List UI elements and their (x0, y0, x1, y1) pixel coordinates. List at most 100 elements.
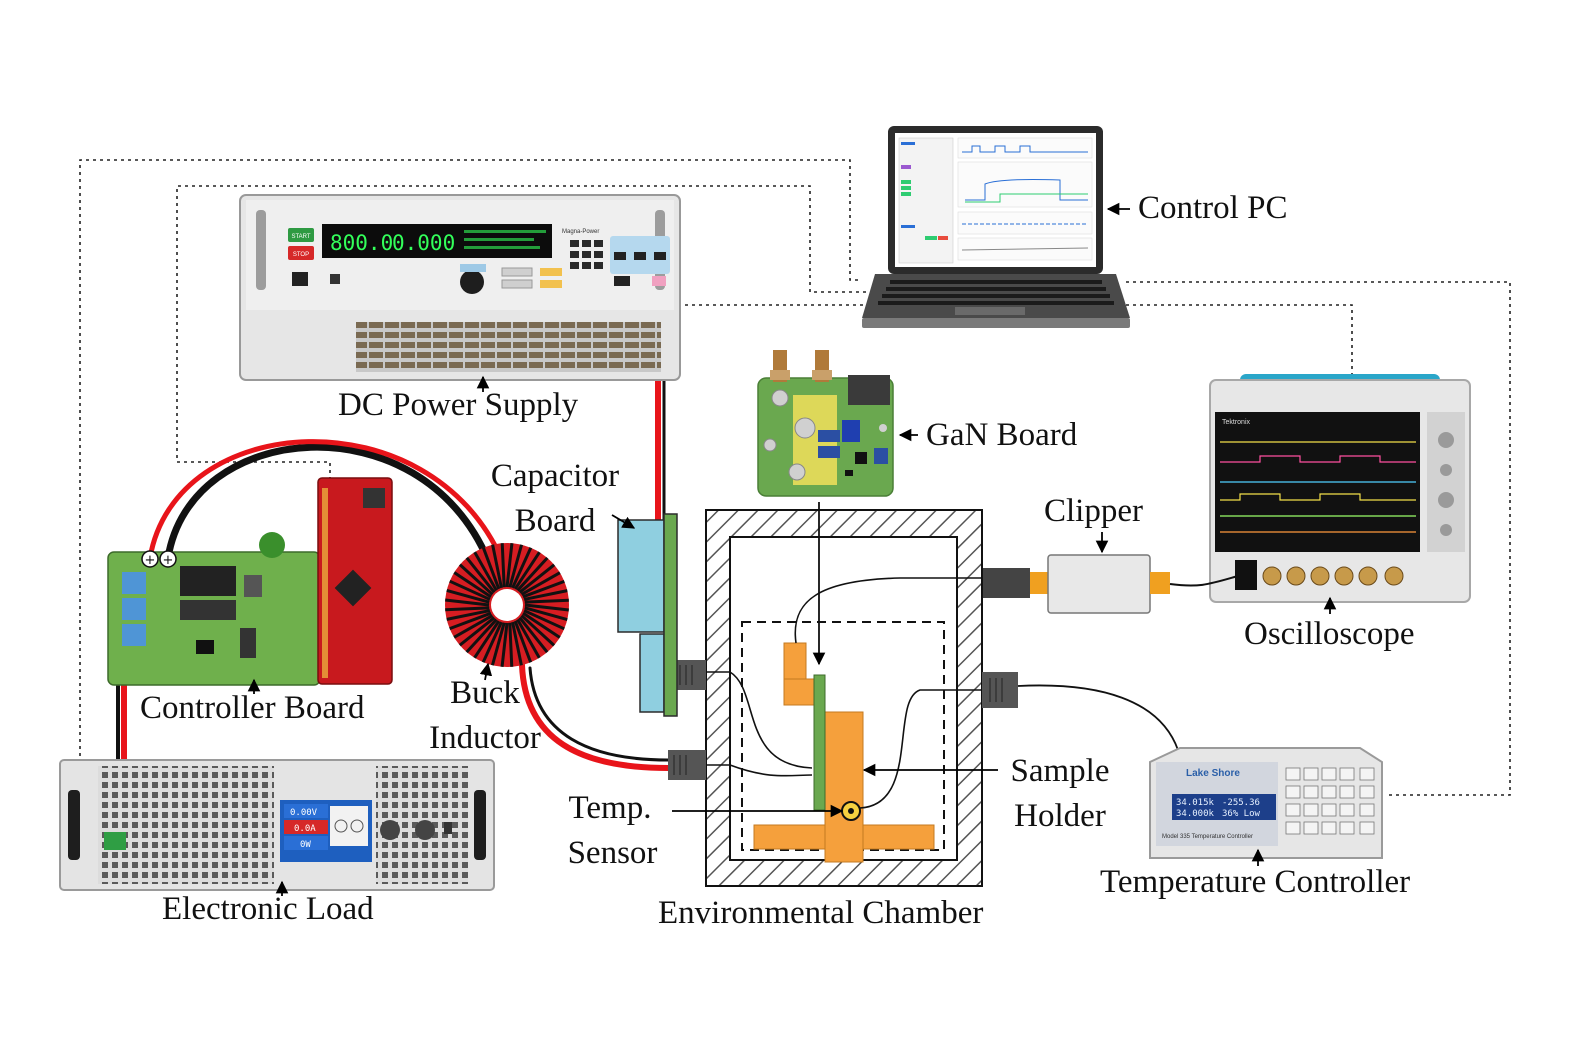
laptop-keyboard (878, 280, 1114, 305)
psu-start-button[interactable] (288, 228, 314, 242)
environmental-chamber (668, 502, 1018, 887)
capacitor-board (617, 513, 678, 717)
toroid-winding (511, 547, 533, 589)
label-temp-sensor-line2: Sensor (567, 835, 658, 871)
load-handle-left (68, 790, 80, 860)
psu-brand-label: Magna-Power (562, 229, 599, 235)
load-knob-right[interactable] (415, 820, 435, 840)
toroid-winding (522, 579, 565, 599)
toroid-winding (491, 544, 503, 589)
red-cable-controller-to-inductor (147, 439, 505, 563)
psu-power-switch[interactable] (292, 272, 308, 286)
label-capacitor-board-line2: Board (514, 503, 596, 539)
red-cable-inductor-to-chamber (519, 662, 671, 771)
toroid-winding (520, 614, 556, 647)
load-handle-right (474, 790, 486, 860)
label-clipper: Clipper (1044, 493, 1143, 529)
sample-dut-board (813, 674, 826, 811)
toroid-winding (458, 616, 496, 647)
toroid-winding (481, 547, 501, 590)
psu-stop-label: STOP (293, 252, 309, 258)
psu-stop-button[interactable] (288, 246, 314, 260)
load-knob-left[interactable] (380, 820, 400, 840)
toroid-winding (513, 620, 533, 663)
label-sample-holder-line1: Sample (1010, 753, 1110, 789)
toroid-winding (473, 620, 501, 659)
psu-handle-left (256, 210, 266, 290)
laptop-trackpad (955, 307, 1025, 315)
label-sample-holder-line2: Holder (1014, 798, 1106, 834)
label-arrows (247, 202, 1337, 896)
svg-text:+: + (163, 553, 174, 568)
psu-start-label: START (291, 234, 310, 240)
toroid-center-hole (493, 591, 521, 619)
toroid-winding (445, 606, 490, 612)
temp-setpoint-a: 34.000k (1176, 809, 1215, 819)
toroid-winding (453, 614, 494, 639)
oscilloscope: Tektronix (1209, 374, 1471, 603)
toroid-winding (518, 563, 556, 594)
toroid-winding (518, 616, 549, 654)
toroid-winding (524, 606, 568, 622)
psu-keypad (570, 240, 603, 269)
toroid-winding (522, 611, 561, 639)
oscilloscope-traces (1220, 441, 1416, 533)
toroid-winding (511, 621, 523, 666)
label-environmental-chamber: Environmental Chamber (658, 895, 984, 931)
chamber-connector-right (982, 672, 1018, 708)
clipper (982, 554, 1239, 614)
capacitor-board-arrow (611, 514, 636, 529)
psu-voltage-readout: 800.0 (330, 231, 393, 255)
toroid-winding (505, 543, 514, 588)
toroid-winding (449, 579, 491, 601)
dc-power-supply: START STOP 800.0 0.000 Magna-Power (239, 194, 681, 381)
psu-current-readout: 0.000 (392, 231, 455, 255)
sample-holder-post (824, 711, 864, 863)
toroid-winding (453, 571, 492, 599)
buck-inductor-arrow (479, 662, 493, 681)
temp-controller-brand: Lake Shore (1186, 768, 1240, 779)
temp-controller-model: Model 335 Temperature Controller (1162, 834, 1253, 840)
temp-readout-a: 34.015k (1176, 798, 1215, 808)
toroid-winding (524, 598, 569, 604)
oscilloscope-bnc-inputs (1262, 566, 1404, 586)
load-power-switch[interactable] (104, 832, 126, 850)
label-gan-board: GaN Board (926, 417, 1078, 453)
label-control-pc: Control PC (1138, 190, 1288, 226)
load-voltage-readout: 0.00V (290, 808, 318, 818)
black-cable-controller-to-inductor (164, 443, 492, 564)
black-cable-inductor-to-chamber (528, 666, 670, 762)
label-electronic-load: Electronic Load (162, 891, 374, 927)
oscilloscope-brand: Tektronix (1222, 419, 1251, 426)
controller-board: + + (107, 477, 393, 686)
clipper-box (1047, 554, 1151, 614)
load-current-readout: 0.0A (294, 824, 316, 834)
temperature-controller: Lake Shore 34.015k -255.36 34.000k 36% L… (1149, 747, 1383, 859)
label-controller-board: Controller Board (140, 690, 365, 726)
toroid-winding (508, 544, 524, 588)
control-pc-laptop (862, 126, 1130, 328)
toroid-winding (523, 589, 568, 601)
toroid-winding (465, 618, 498, 654)
gan-board-heatsink (848, 375, 890, 405)
toroid-winding (520, 571, 561, 596)
pc-to-electronic-load-dotted-line (79, 159, 862, 770)
toroid-winding (516, 618, 541, 659)
svg-text:+: + (145, 553, 156, 568)
toroid-winding (513, 551, 541, 590)
label-buck-inductor-line2: Inductor (429, 720, 541, 756)
buck-inductor-toroid (445, 543, 569, 667)
toroid-winding (523, 609, 565, 631)
toroid-winding (465, 556, 496, 594)
temp-controller-keypad (1285, 767, 1375, 835)
toroid-winding (473, 551, 498, 592)
load-power-readout: 0W (300, 840, 311, 850)
toroid-winding (500, 543, 506, 588)
label-buck-inductor-line1: Buck (450, 675, 520, 711)
label-temp-sensor-line1: Temp. (568, 790, 652, 826)
temp-controller-display (1172, 794, 1276, 820)
psu-knob[interactable] (460, 270, 484, 294)
toroid-winding (500, 622, 509, 667)
